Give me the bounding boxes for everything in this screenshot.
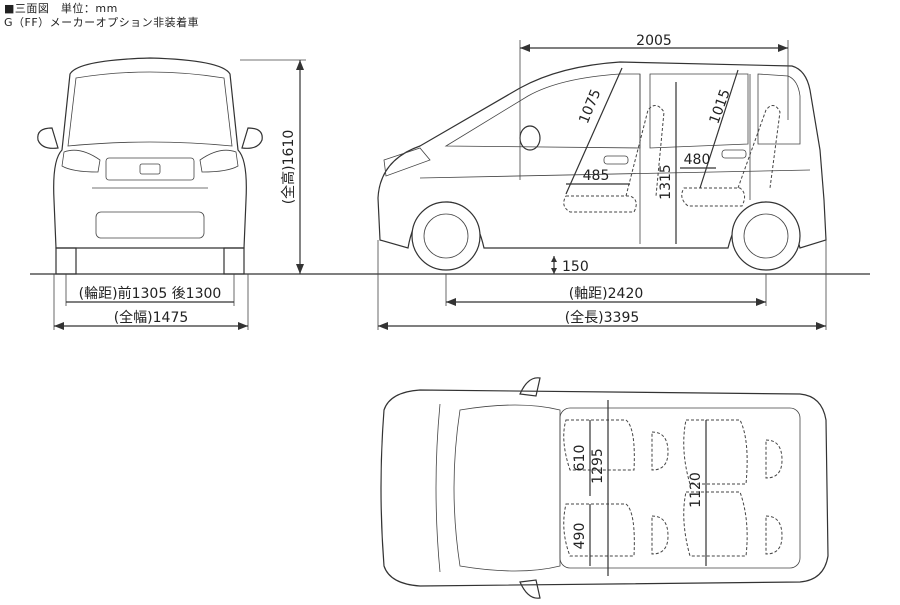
header-subtitle: G（FF）メーカーオプション非装着車 xyxy=(4,16,200,29)
front-door-handle xyxy=(603,155,629,165)
header-title: ■三面図 単位：mm xyxy=(4,2,118,15)
front-legroom-label: 485 xyxy=(583,168,610,184)
width-label: (全幅)1475 xyxy=(114,309,189,326)
ground-clearance-arrows xyxy=(551,256,557,274)
side-mirror xyxy=(519,125,541,151)
lower-intake xyxy=(95,211,205,239)
front-hip-label: 1295 xyxy=(590,448,606,484)
front-seat-outline xyxy=(563,105,665,213)
front-body-outline xyxy=(53,57,247,249)
rear-wheel-rim xyxy=(743,213,789,259)
rear-headroom-label: 1015 xyxy=(707,87,734,126)
ground-clearance-label: 150 xyxy=(562,259,589,275)
interior-width-label: 1120 xyxy=(688,472,704,508)
hood-line xyxy=(435,403,441,573)
right-mirror xyxy=(241,127,263,149)
front-wheel xyxy=(411,201,481,271)
front-headroom-line xyxy=(565,67,623,195)
wheelbase-label: (軸距)2420 xyxy=(569,286,644,302)
side-headlamp xyxy=(383,147,431,177)
top-left-mirror xyxy=(519,377,541,397)
top-body-outline xyxy=(380,389,829,587)
rear-left-headrest xyxy=(765,439,783,479)
tread-label: (輪距)前1305 後1300 xyxy=(79,285,222,302)
front-right-seat xyxy=(563,503,635,557)
side-view: 2005 1075 1015 485 480 1315 150 xyxy=(377,33,827,330)
front-windshield xyxy=(67,71,233,147)
length-label: (全長)3395 xyxy=(565,309,640,326)
front-left-headrest xyxy=(651,431,669,471)
top-windshield xyxy=(453,404,561,572)
front-headroom-label: 1075 xyxy=(576,87,604,126)
rear-seat-outline xyxy=(681,105,781,207)
rear-side-window xyxy=(649,73,749,149)
front-right-headrest xyxy=(651,515,669,555)
front-wheel-rim xyxy=(423,213,469,259)
right-headlight xyxy=(199,149,239,173)
left-headlight xyxy=(61,149,101,173)
top-right-mirror xyxy=(519,579,541,599)
rear-quarter-window xyxy=(757,73,801,145)
rear-seat-width-label: 490 xyxy=(572,523,588,550)
top-view: 610 1295 490 1120 xyxy=(380,377,829,599)
front-view: (全高)1610 (輪距)前1305 後1300 (全幅)1475 xyxy=(37,57,306,330)
front-shoulder-label: 610 xyxy=(572,445,588,472)
roof-panel xyxy=(559,407,801,569)
front-grille xyxy=(105,157,195,181)
front-left-tyre xyxy=(55,247,77,275)
left-mirror xyxy=(37,127,59,149)
interior-length-label: 2005 xyxy=(636,33,672,49)
front-right-tyre xyxy=(223,247,245,275)
beltline xyxy=(419,169,811,179)
rear-wheel xyxy=(731,201,801,271)
front-left-seat xyxy=(563,419,635,471)
front-side-window xyxy=(444,73,641,149)
rear-right-headrest xyxy=(765,515,783,555)
rear-door-handle xyxy=(721,149,747,159)
rear-right-seat xyxy=(683,491,748,557)
rear-legroom-label: 480 xyxy=(684,152,711,168)
front-emblem xyxy=(139,163,161,175)
interior-height-label: 1315 xyxy=(658,164,674,200)
height-label: (全高)1610 xyxy=(280,130,297,205)
